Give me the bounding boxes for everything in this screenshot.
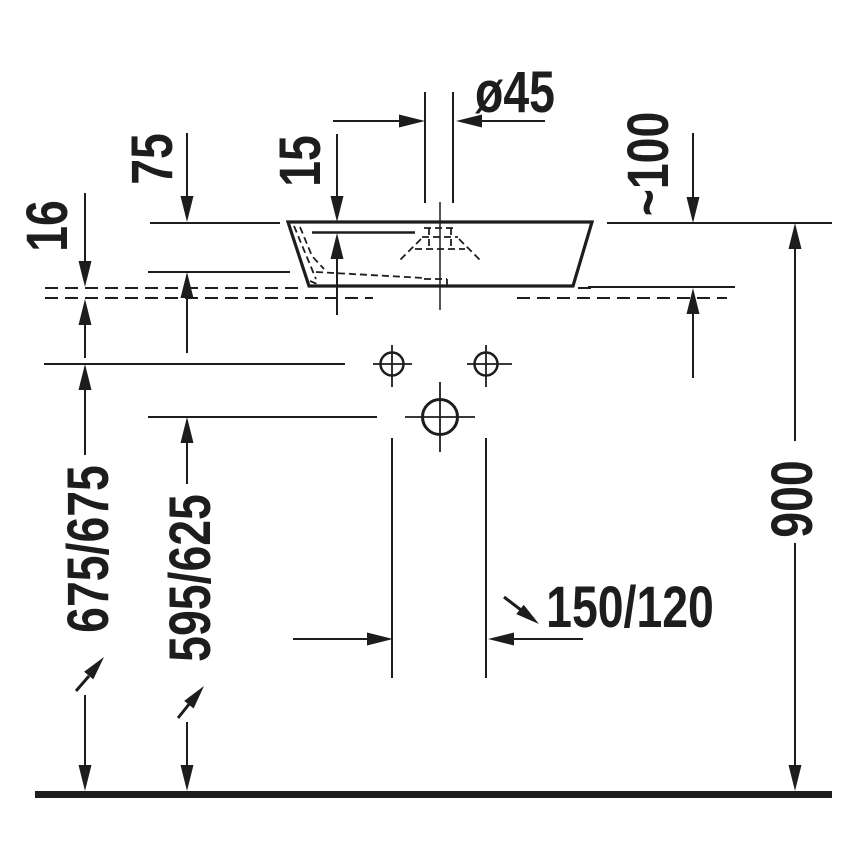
arrowhead-up — [180, 272, 194, 298]
arrowhead-left — [488, 632, 514, 646]
label-675-675: 675/675 — [56, 465, 121, 633]
dimension-150 — [293, 595, 583, 646]
arrowhead-down — [180, 765, 194, 791]
arrowhead-down — [78, 261, 92, 287]
arrowhead-down — [78, 765, 92, 791]
dimension-15 — [330, 134, 344, 315]
label-faucet-hole-diameter: ø45 — [475, 60, 555, 125]
arrowhead-down — [686, 197, 700, 223]
label-75: 75 — [120, 133, 185, 185]
countertop-dashed-lines — [45, 287, 727, 299]
dimension-100 — [686, 133, 700, 378]
label-595-625: 595/625 — [158, 494, 223, 662]
arrowhead-down — [180, 196, 194, 222]
dimension-900 — [788, 223, 802, 791]
arrowhead-left — [456, 114, 482, 128]
arrowhead-right — [367, 632, 393, 646]
arrowhead-up — [686, 288, 700, 314]
label-16: 16 — [15, 200, 80, 252]
arrowhead-down — [788, 765, 802, 791]
arrowhead-up — [330, 233, 344, 259]
label-100: ~100 — [616, 112, 681, 217]
adjustable-arrow-icon — [516, 604, 539, 624]
arrowhead-up — [180, 417, 194, 443]
mounting-holes — [373, 345, 512, 452]
dimension-595 — [176, 417, 204, 791]
extension-lines — [44, 222, 832, 678]
label-150-120: 150/120 — [546, 575, 714, 640]
arrowhead-down — [330, 196, 344, 222]
dimension-faucet-hole — [333, 114, 545, 128]
basin-hidden-lines — [293, 225, 482, 287]
dimension-16 — [78, 193, 92, 358]
faucet-hole-lines — [424, 92, 454, 310]
dimension-675 — [74, 364, 104, 791]
arrowhead-up — [78, 364, 92, 390]
adjustable-arrow-icon — [84, 657, 104, 680]
basin-outline — [285, 220, 595, 288]
label-900: 900 — [760, 460, 825, 537]
arrowhead-up — [78, 299, 92, 325]
arrowhead-right — [399, 114, 425, 128]
arrowhead-up — [788, 223, 802, 249]
dimension-75 — [180, 133, 194, 353]
adjustable-arrow-icon — [184, 686, 204, 709]
label-15: 15 — [268, 135, 333, 187]
